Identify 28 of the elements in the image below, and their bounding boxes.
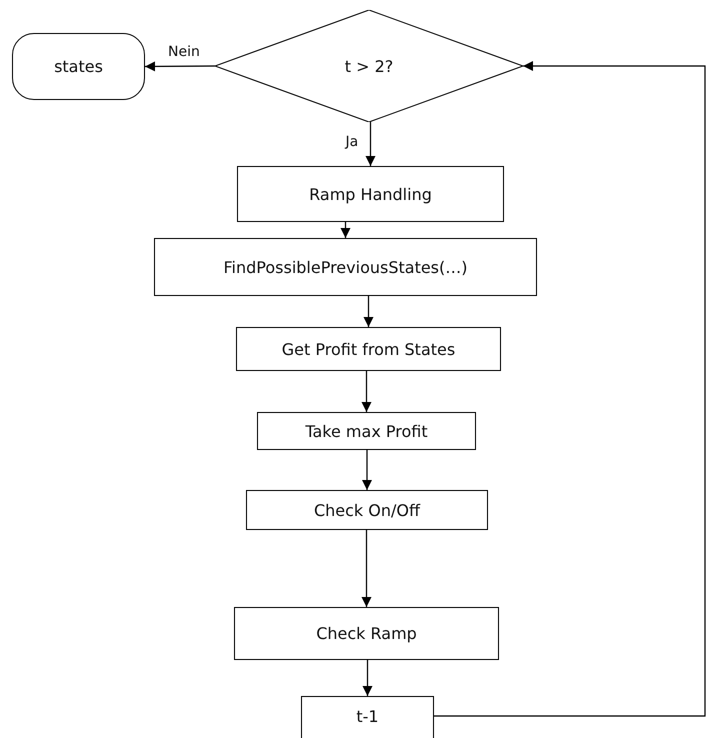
node-label: Ramp Handling bbox=[309, 184, 432, 204]
arrow bbox=[366, 122, 376, 166]
process-box bbox=[257, 412, 476, 450]
node-label: Check Ramp bbox=[316, 624, 417, 643]
process-box bbox=[246, 490, 488, 530]
decision-diamond bbox=[215, 10, 523, 122]
node-label: Get Profit from States bbox=[282, 340, 456, 358]
arrow bbox=[340, 222, 350, 238]
arrow bbox=[145, 61, 215, 72]
node-label: Take max Profit bbox=[305, 422, 428, 440]
arrow bbox=[362, 450, 372, 490]
arrow bbox=[362, 660, 372, 696]
arrow bbox=[434, 61, 706, 717]
process-box bbox=[154, 238, 537, 296]
process-box bbox=[301, 696, 434, 738]
node-label: Check On/Off bbox=[314, 500, 420, 520]
process-box bbox=[236, 327, 501, 371]
node-label: t > 2? bbox=[344, 56, 394, 76]
edge-label: Ja bbox=[344, 134, 360, 150]
process-box bbox=[234, 607, 499, 660]
node-label: FindPossiblePreviousStates(…) bbox=[224, 258, 468, 276]
node-label: t-1 bbox=[356, 707, 379, 726]
process-box bbox=[237, 166, 504, 222]
node-label: states bbox=[54, 57, 103, 76]
arrow bbox=[362, 530, 372, 607]
arrow bbox=[364, 296, 374, 327]
arrow bbox=[362, 371, 372, 412]
terminal-box bbox=[12, 33, 145, 100]
